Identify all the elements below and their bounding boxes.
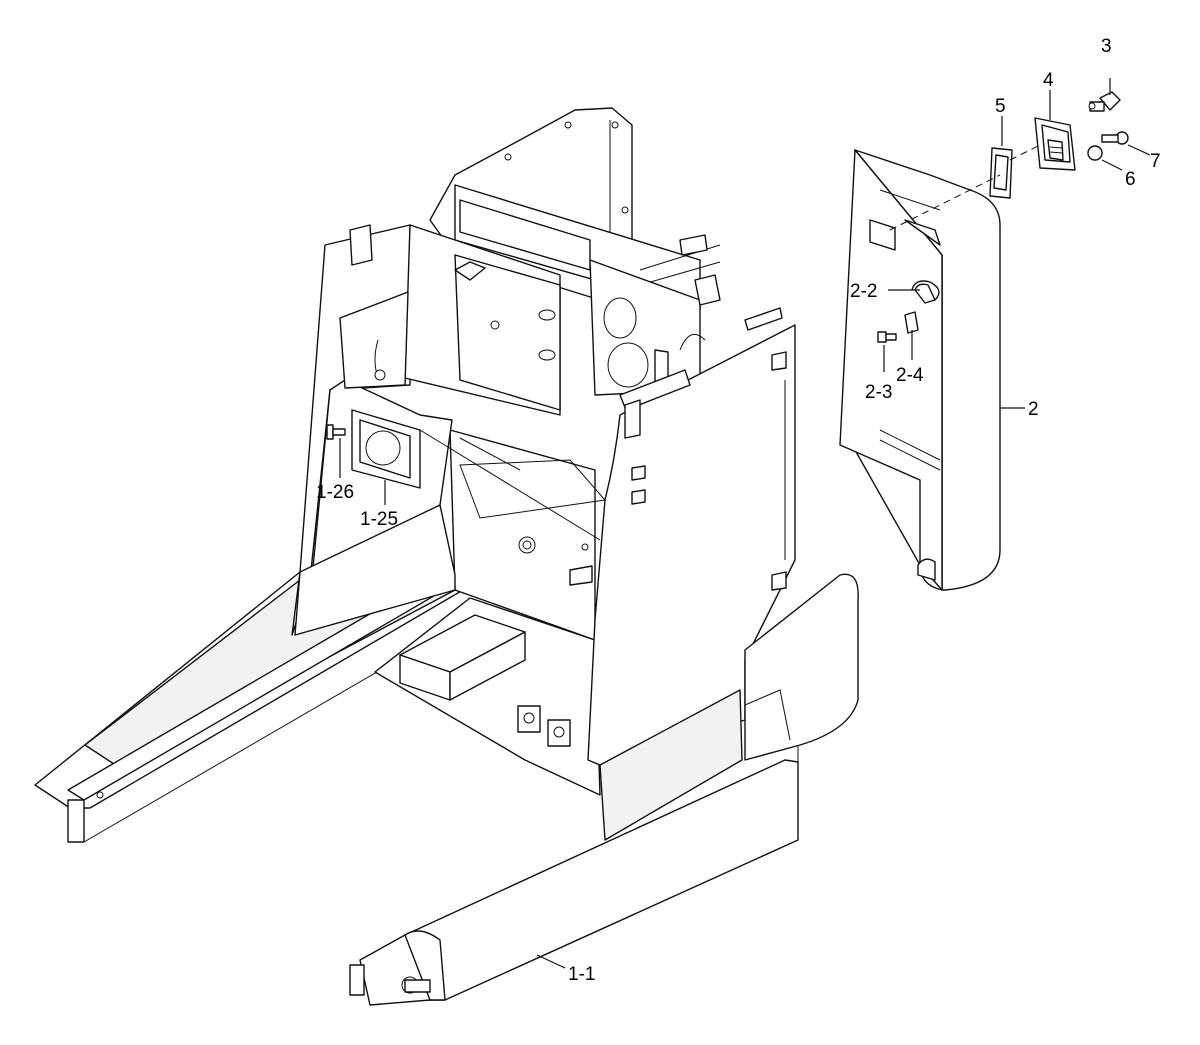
callout-2-2: 2-2 — [850, 281, 877, 302]
callout-2-4: 2-4 — [896, 365, 924, 386]
callout-3: 3 — [1101, 36, 1112, 57]
callout-6: 6 — [1125, 169, 1136, 190]
battery-block — [399, 614, 526, 701]
callout-7: 7 — [1150, 151, 1161, 172]
screw-2-3 — [877, 331, 897, 343]
callout-1-1: 1-1 — [568, 964, 595, 985]
floor-clamps — [517, 705, 571, 747]
screw-7 — [1101, 131, 1129, 145]
callout-1-25: 1-25 — [360, 509, 398, 530]
callout-1-26: 1-26 — [316, 482, 354, 503]
right-fork-leg — [349, 573, 859, 1006]
cover-bracket-1-25 — [351, 409, 421, 489]
assembly-dashed-lines — [889, 144, 1041, 231]
gasket-5 — [989, 147, 1013, 199]
callout-2: 2 — [1028, 399, 1039, 420]
callout-5: 5 — [995, 96, 1006, 117]
clip-2-2 — [914, 283, 936, 304]
left-fork-leg — [34, 565, 471, 843]
washer-6 — [1087, 145, 1103, 161]
leader-lines — [339, 78, 1151, 969]
connector-4 — [1034, 117, 1076, 171]
bolt-3 — [1088, 91, 1121, 112]
callout-4: 4 — [1043, 70, 1054, 91]
main-frame-assembly — [34, 107, 859, 1006]
clip-2-4 — [904, 311, 919, 334]
lever-bracket — [339, 291, 409, 389]
bolt-1-26 — [326, 424, 346, 440]
callout-2-3: 2-3 — [865, 382, 892, 403]
